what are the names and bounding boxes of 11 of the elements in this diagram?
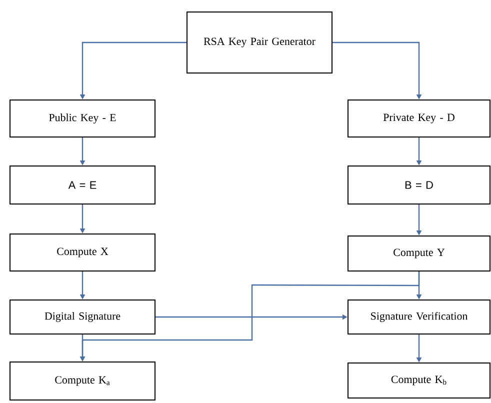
process-box: A = E	[10, 166, 156, 204]
process-box: Signature Verification	[348, 300, 490, 334]
process-box: Compute K$_{a}$	[10, 362, 156, 400]
process-box: Public Key - E	[10, 100, 156, 138]
process-box: B = D	[348, 166, 490, 204]
process-box: Compute X	[10, 234, 156, 272]
process-box: RSA Key Pair Generator	[186, 12, 332, 74]
process-box: Digital Signature	[10, 300, 156, 334]
process-box: Compute Y	[348, 236, 490, 272]
process-box: Compute K$_{b}$	[348, 362, 490, 398]
process-box: Private Key - D	[348, 100, 490, 138]
